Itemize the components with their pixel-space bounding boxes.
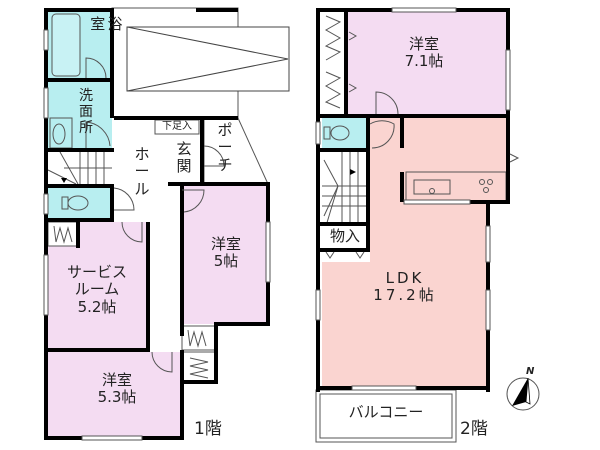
closet-2 xyxy=(181,351,217,383)
stairs-lines-1f xyxy=(47,151,112,185)
hall-label: ホ ー ル xyxy=(134,145,150,198)
washroom-label: 洗 面 所 xyxy=(79,88,93,137)
entrance-label: 玄 関 xyxy=(176,140,192,176)
bathtub xyxy=(51,13,81,77)
shoe-storage-label: 下足入 xyxy=(162,121,192,132)
storage-label: 物入 xyxy=(329,227,360,245)
service-room-label: サービス ルーム 5.2帖 xyxy=(66,263,127,316)
western-5-area xyxy=(182,186,268,324)
balcony-label: バルコニー xyxy=(348,403,424,421)
toilet-icon xyxy=(67,195,89,211)
doors-2f xyxy=(325,31,520,259)
skylight xyxy=(126,26,290,92)
western-53-label: 洋室 5.3帖 xyxy=(97,371,137,407)
western-5-label: 洋室 5帖 xyxy=(210,235,241,271)
western-71-label: 洋室 7.1帖 xyxy=(404,35,444,71)
floor2-label: 2階 xyxy=(460,419,488,439)
ldk-label: LDK 17.2帖 xyxy=(373,269,437,305)
storage-area xyxy=(322,226,368,250)
closet-service xyxy=(47,221,79,247)
bath-label: 浴 室 xyxy=(88,16,124,32)
kitchen-counter xyxy=(405,171,507,203)
sink-icon xyxy=(52,123,66,145)
doors-1f xyxy=(85,57,225,373)
stove-icon xyxy=(479,179,485,185)
western-71-area xyxy=(346,10,506,116)
north-label: N xyxy=(526,366,535,377)
skylight-diagonal xyxy=(126,26,289,92)
closet-1 xyxy=(181,325,217,351)
floor1-label: 1階 xyxy=(194,419,222,439)
washroom-area xyxy=(48,82,112,150)
compass-icon xyxy=(506,377,540,411)
porch-label: ポ ー チ xyxy=(217,121,233,174)
closet-2f xyxy=(322,10,346,116)
